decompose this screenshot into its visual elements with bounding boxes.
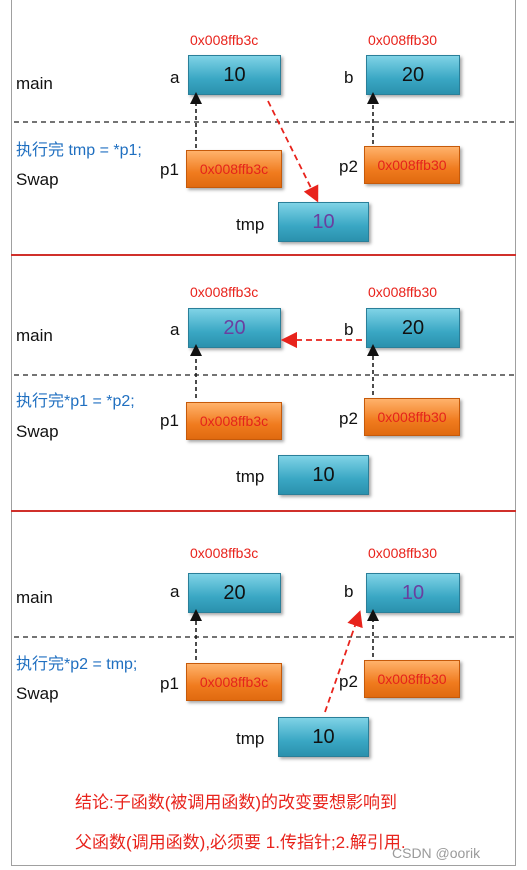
var-a-value: 20 <box>223 316 246 339</box>
pointer-p1-box: 0x008ffb3c <box>186 402 282 440</box>
var-b-box: 20 <box>366 55 460 95</box>
var-a-label: a <box>170 320 180 339</box>
tmp-label: tmp <box>236 467 265 486</box>
conclusion-line-1: 结论:子函数(被调用函数)的改变要想影响到 <box>75 793 398 812</box>
pointer-p1-label: p1 <box>160 411 179 430</box>
pointer-p1-value: 0x008ffb3c <box>199 413 269 429</box>
var-b-value: 20 <box>401 316 425 339</box>
address-label-a: 0x008ffb3c <box>190 284 259 300</box>
pointer-p2-box: 0x008ffb30 <box>364 660 460 698</box>
var-a-value: 10 <box>223 63 246 86</box>
tmp-box: 10 <box>278 455 369 495</box>
var-a-box: 20 <box>188 573 281 613</box>
address-label-b: 0x008ffb30 <box>368 32 438 48</box>
tmp-box: 10 <box>278 717 369 757</box>
pointer-p2-label: p2 <box>339 157 358 176</box>
pointer-p1-box: 0x008ffb3c <box>186 150 282 188</box>
pointer-p1-box: 0x008ffb3c <box>186 663 282 701</box>
var-a-box: 20 <box>188 308 281 348</box>
tmp-value: 10 <box>312 463 335 486</box>
tmp-to-b-arrow <box>324 610 363 713</box>
main-label: main <box>16 74 53 93</box>
var-b-box: 20 <box>366 308 460 348</box>
var-a-label: a <box>170 68 180 87</box>
var-b-label: b <box>344 582 354 601</box>
pointer-p2-label: p2 <box>339 409 358 428</box>
pointer-p2-value: 0x008ffb30 <box>377 157 447 173</box>
step-label: 执行完*p2 = tmp; <box>16 656 138 673</box>
pointer-p2-box: 0x008ffb30 <box>364 398 460 436</box>
var-b-label: b <box>344 68 354 87</box>
var-b-box: 10 <box>366 573 460 613</box>
var-a-value: 20 <box>223 581 246 604</box>
pointer-p2-box: 0x008ffb30 <box>364 146 460 184</box>
var-a-box: 10 <box>188 55 281 95</box>
tmp-value: 10 <box>312 725 335 748</box>
panel-separator-1 <box>11 254 516 256</box>
conclusion-line-2: 父函数(调用函数),必须要 1.传指针;2.解引用. <box>75 833 406 852</box>
tmp-label: tmp <box>236 729 265 748</box>
watermark: CSDN @oorik <box>392 845 481 861</box>
a-to-tmp-arrow <box>267 100 319 203</box>
main-label: main <box>16 588 53 607</box>
swap-label: Swap <box>16 170 59 189</box>
pointer-p1-value: 0x008ffb3c <box>199 161 269 177</box>
swap-label: Swap <box>16 422 59 441</box>
pointer-p1-label: p1 <box>160 160 179 179</box>
var-b-value: 10 <box>401 581 425 604</box>
address-label-a: 0x008ffb3c <box>190 32 259 48</box>
tmp-label: tmp <box>236 215 265 234</box>
var-b-value: 20 <box>401 63 425 86</box>
address-label-b: 0x008ffb30 <box>368 284 438 300</box>
panel-separator-2 <box>11 510 516 512</box>
step-label: 执行完 tmp = *p1; <box>16 142 142 159</box>
pointer-p2-value: 0x008ffb30 <box>377 409 447 425</box>
address-label-a: 0x008ffb3c <box>190 545 259 561</box>
diagram-frame <box>11 0 516 866</box>
var-a-label: a <box>170 582 180 601</box>
swap-label: Swap <box>16 684 59 703</box>
var-b-label: b <box>344 320 354 339</box>
pointer-p1-value: 0x008ffb3c <box>199 674 269 690</box>
pointer-p2-value: 0x008ffb30 <box>377 671 447 687</box>
pointer-p1-label: p1 <box>160 674 179 693</box>
tmp-box: 10 <box>278 202 369 242</box>
tmp-value: 10 <box>312 210 335 233</box>
main-label: main <box>16 326 53 345</box>
step-label: 执行完*p1 = *p2; <box>16 393 135 410</box>
address-label-b: 0x008ffb30 <box>368 545 438 561</box>
pointer-p2-label: p2 <box>339 672 358 691</box>
